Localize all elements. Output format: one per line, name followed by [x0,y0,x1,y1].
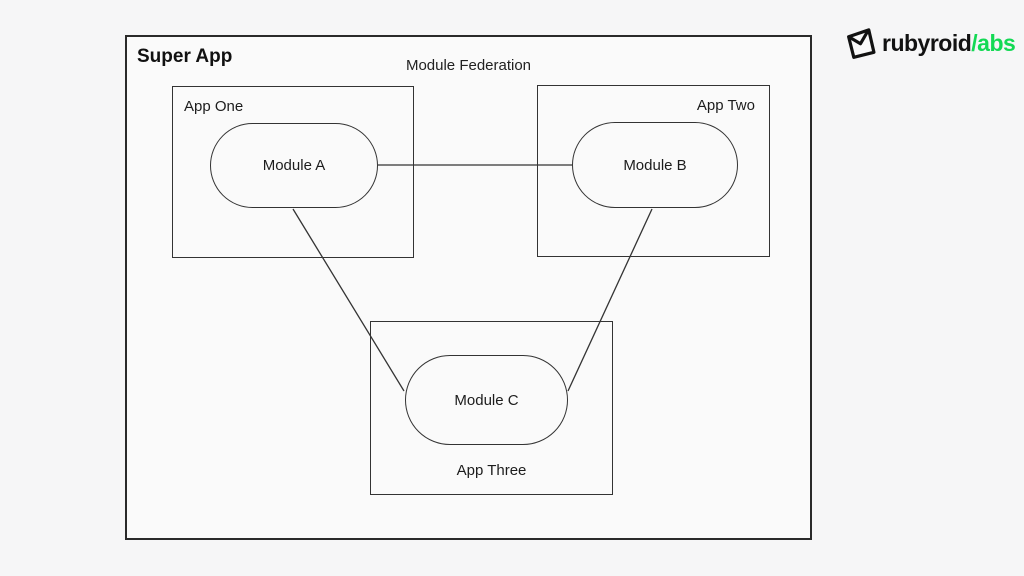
app-two-label: App Two [696,97,755,114]
logo-text-accent: /abs [971,30,1016,56]
app-one-label: App One [184,98,244,115]
module-a-label: Module A [262,157,326,174]
module-federation-subtitle: Module Federation [405,57,532,74]
app-three-box: App Three [370,321,613,495]
module-b-pill: Module B [572,122,738,208]
logo-wordmark: rubyroid/abs [882,27,1016,60]
module-b-label: Module B [623,156,687,174]
super-app-title: Super App [137,46,233,67]
rubyroid-labs-logo: rubyroid/abs [844,27,1016,60]
module-c-pill: Module C [405,355,568,445]
module-a-pill: Module A [210,123,378,208]
logo-text-primary: rubyroid [882,30,972,56]
app-one-box: App One [172,86,414,258]
app-two-box: App Two [537,85,770,257]
app-three-label: App Three [456,462,527,479]
super-app-container [125,35,812,540]
module-c-label: Module C [454,391,519,409]
rubyroid-gem-icon [847,28,876,59]
